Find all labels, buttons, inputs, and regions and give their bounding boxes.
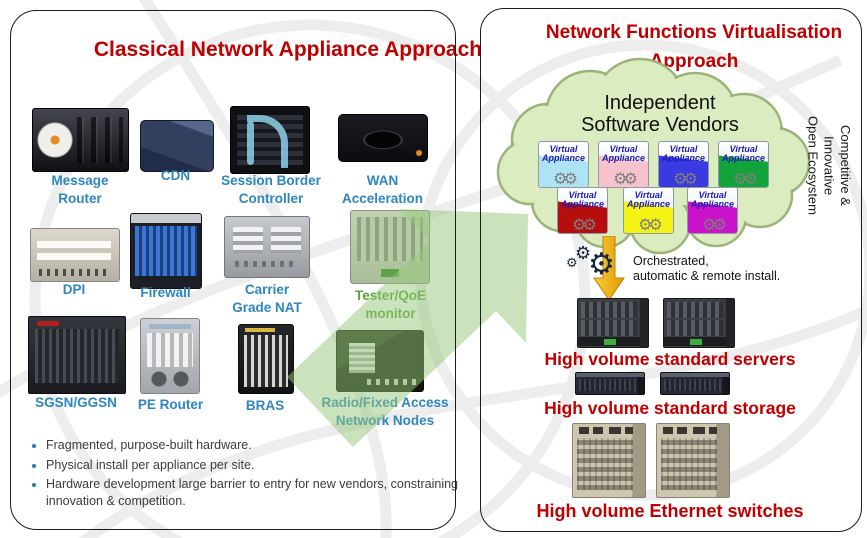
- va-color-wedge: [539, 155, 588, 187]
- va-gears-icon: ⚙⚙: [553, 171, 578, 188]
- cdn-image: [140, 120, 214, 172]
- virtual-appliance-tile: Virtual Appliance ⚙⚙: [658, 141, 709, 188]
- nfv-approach-panel: Network Functions Virtualisation Approac…: [480, 8, 860, 530]
- isv-line2: Software Vendors: [581, 114, 739, 136]
- label-carrier-grade-nat: Carrier Grade NAT: [232, 282, 302, 315]
- va-label: Virtual Appliance: [601, 144, 645, 164]
- va-color-wedge: [558, 201, 607, 233]
- va-gears-icon: ⚙⚙: [733, 171, 758, 188]
- virtual-appliance-tile: Virtual Appliance ⚙⚙: [623, 187, 674, 234]
- label-standard-servers: High volume standard servers: [544, 349, 796, 369]
- left-panel-title: Classical Network Appliance Approach: [93, 38, 483, 61]
- va-label: Virtual Appliance: [626, 190, 670, 210]
- bullet-fragmented: Fragmented, purpose-built hardware.: [46, 437, 458, 454]
- storage-array-image: [575, 372, 645, 395]
- blade-server-image: [577, 298, 649, 348]
- sgsn-ggsn-image: [28, 316, 126, 394]
- blade-server-image: [663, 298, 735, 348]
- orchestration-line: Orchestrated,: [633, 254, 709, 268]
- label-standard-storage: High volume standard storage: [544, 398, 796, 418]
- label-wan-acceleration: WAN Acceleration: [341, 173, 424, 206]
- orchestration-gears-icon: ⚙ ⚙ ⚙: [566, 243, 615, 281]
- va-label: Virtual Appliance: [721, 144, 765, 164]
- label-firewall: Firewall: [140, 285, 191, 300]
- message-router-image: [32, 108, 129, 172]
- virtual-appliance-tile: Virtual Appliance ⚙⚙: [557, 187, 608, 234]
- deploy-arrow-icon: [593, 236, 625, 301]
- wan-acceleration-image: [338, 114, 428, 162]
- va-color-wedge: [624, 201, 673, 233]
- isv-line1: Independent: [604, 92, 716, 114]
- side-note-line: Innovative: [821, 135, 837, 196]
- ethernet-switch-image: [656, 423, 730, 498]
- virtual-appliance-tile: Virtual Appliance ⚙⚙: [687, 187, 738, 234]
- label-dpi: DPI: [62, 282, 86, 297]
- right-panel-title: Network Functions Virtualisation Approac…: [545, 22, 843, 73]
- bras-image: [238, 324, 294, 394]
- virtual-appliance-tile: Virtual Appliance ⚙⚙: [718, 141, 769, 188]
- firewall-image: [130, 213, 202, 289]
- side-note-line: Competitive &: [837, 125, 853, 206]
- va-label: Virtual Appliance: [560, 190, 604, 210]
- virtual-appliance-tile: Virtual Appliance ⚙⚙: [598, 141, 649, 188]
- va-gears-icon: ⚙⚙: [673, 171, 698, 188]
- va-gears-icon: ⚙⚙: [638, 217, 663, 234]
- bullet-hardware-barrier: Hardware development large barrier to en…: [46, 476, 458, 509]
- va-label: Virtual Appliance: [690, 190, 734, 210]
- isv-cloud-heading: Independent Software Vendors: [530, 92, 790, 136]
- label-ethernet-switches: High volume Ethernet switches: [536, 501, 804, 521]
- classical-approach-panel: Classical Network Appliance Approach Mes…: [10, 10, 482, 528]
- label-sgsn-ggsn: SGSN/GGSN: [35, 395, 117, 410]
- label-message-router: Message Router: [51, 173, 109, 206]
- virtual-appliance-tile: Virtual Appliance ⚙⚙: [538, 141, 589, 188]
- va-color-wedge: [688, 201, 737, 233]
- va-color-wedge: [719, 155, 768, 187]
- session-border-controller-image: [230, 106, 310, 174]
- open-ecosystem-note: Competitive & Innovative Open Ecosystem: [804, 88, 853, 243]
- orchestration-line: automatic & remote install.: [633, 268, 781, 283]
- label-bras: BRAS: [245, 398, 285, 413]
- storage-array-image: [660, 372, 730, 395]
- pe-router-image: [140, 318, 200, 394]
- carrier-grade-nat-image: [224, 216, 310, 278]
- va-label: Virtual Appliance: [661, 144, 705, 164]
- va-gears-icon: ⚙⚙: [613, 171, 638, 188]
- label-session-border-controller: Session Border Controller: [221, 173, 321, 206]
- transition-arrow: [287, 209, 528, 447]
- va-label: Virtual Appliance: [541, 144, 585, 164]
- va-color-wedge: [659, 155, 708, 187]
- side-note-line: Open Ecosystem: [805, 116, 821, 215]
- label-pe-router: PE Router: [137, 397, 204, 412]
- va-color-wedge: [599, 155, 648, 187]
- dpi-image: [30, 228, 120, 282]
- va-gears-icon: ⚙⚙: [702, 217, 727, 234]
- label-cdn: CDN: [160, 168, 191, 183]
- bullet-physical-install: Physical install per appliance per site.: [46, 457, 458, 474]
- orchestration-note: Orchestrated, automatic & remote install…: [633, 254, 833, 284]
- ethernet-switch-image: [572, 423, 646, 498]
- classical-drawbacks-list: Fragmented, purpose-built hardware. Phys…: [26, 437, 458, 512]
- va-gears-icon: ⚙⚙: [572, 217, 597, 234]
